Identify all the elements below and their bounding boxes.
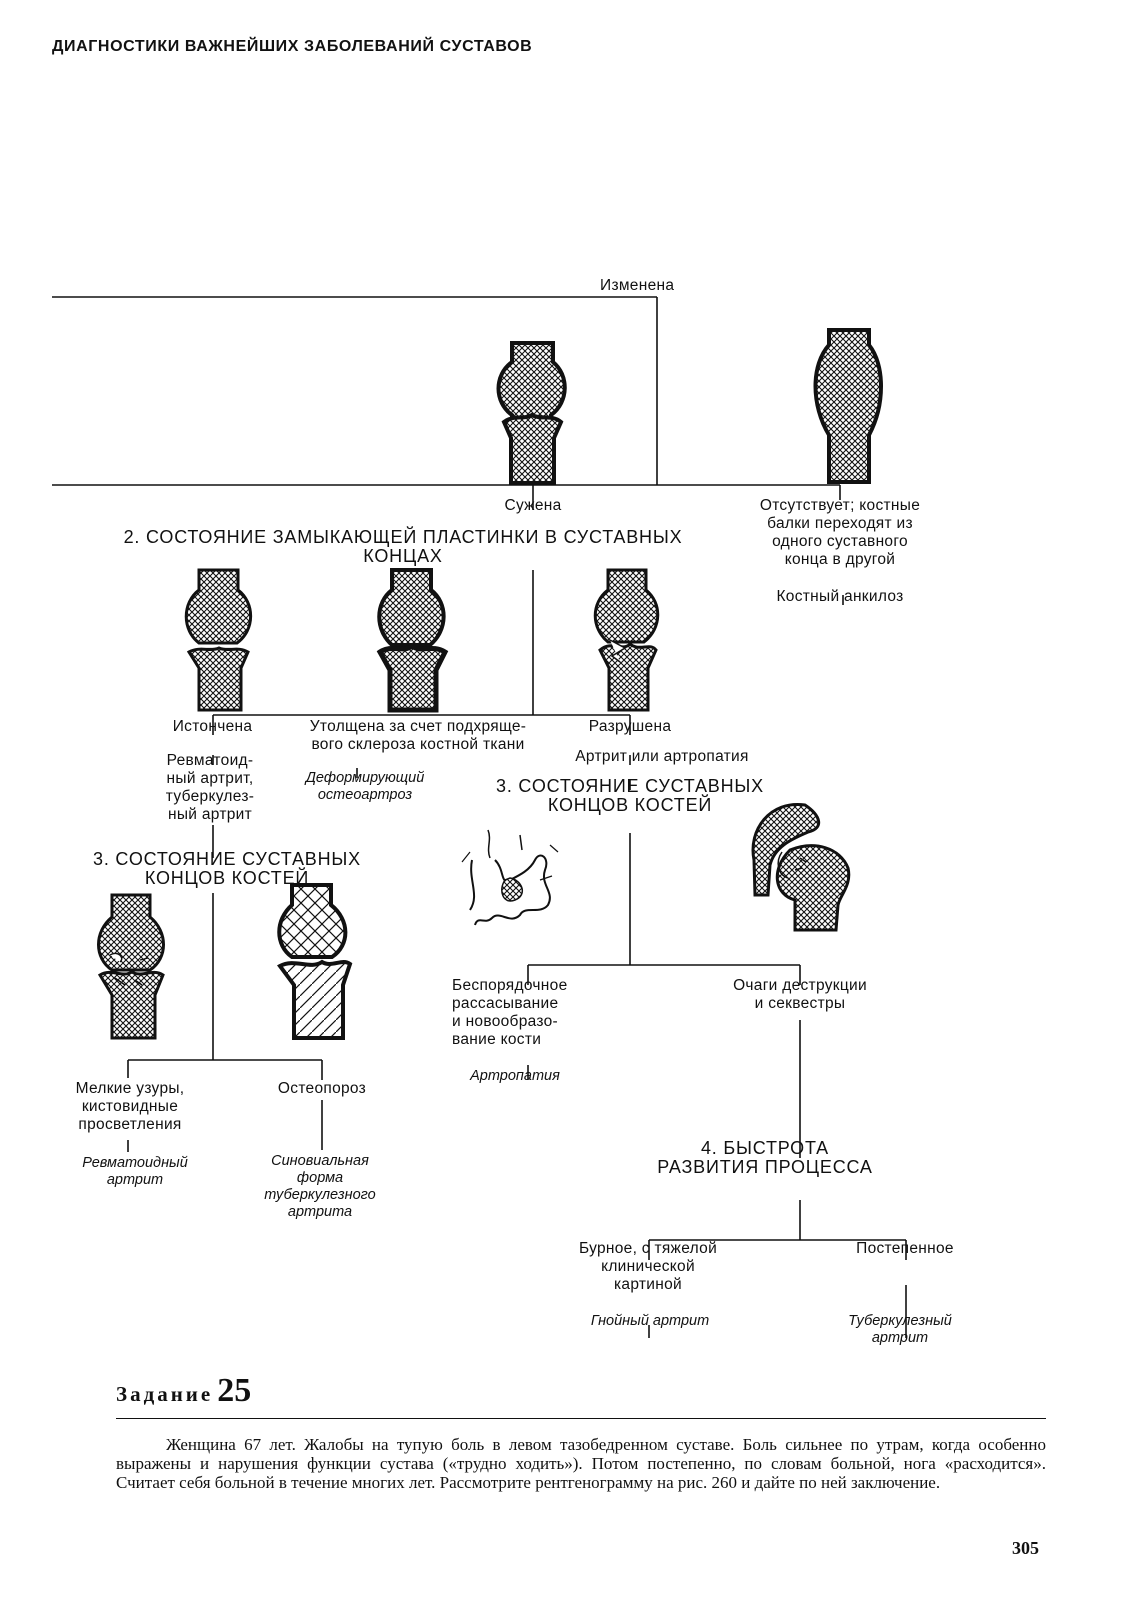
label-destroyed-dx: Артрит или артропатия (552, 748, 772, 766)
task-label: Задание (116, 1382, 213, 1406)
joint-image-ankylosis (816, 330, 882, 482)
joint-image-osteoporosis (279, 885, 350, 1038)
label-synovial-tb: Синовиальная форма туберкулезного артрит… (245, 1153, 395, 1221)
joint-image-thinned-plate (186, 570, 250, 710)
label-changed: Изменена (600, 277, 700, 295)
joint-image-thickened-plate (379, 570, 445, 710)
label-arthropathy: Артропатия (450, 1068, 580, 1085)
joint-image-small-erosions (99, 895, 164, 1038)
heading-endplate-state: 2. СОСТОЯНИЕ ЗАМЫКАЮЩЕЙ ПЛАСТИНКИ В СУСТ… (90, 528, 716, 566)
label-chaotic-resorption: Беспорядочное рассасывание и новообразо-… (452, 977, 602, 1049)
label-rapid: Бурное, с тяжелой клинической картиной (548, 1240, 748, 1294)
heading-bone-ends-left: 3. СОСТОЯНИЕ СУСТАВНЫХ КОНЦОВ КОСТЕЙ (72, 850, 382, 888)
heading-process-speed: 4. БЫСТРОТА РАЗВИТИЯ ПРОЦЕССА (640, 1139, 890, 1177)
label-narrowed: Сужена (493, 497, 573, 515)
label-tb-arthritis: Туберкулезный артрит (820, 1313, 980, 1347)
joint-image-destruction-foci (753, 804, 849, 930)
label-rheumatoid-arthritis: Ревматоидный артрит (70, 1155, 200, 1189)
label-thinned: Истончена (160, 718, 265, 736)
heading-bone-ends-right: 3. СОСТОЯНИЕ СУСТАВНЫХ КОНЦОВ КОСТЕЙ (470, 777, 790, 815)
label-destruction-foci: Очаги деструкции и секвестры (700, 977, 900, 1013)
joint-image-arthropathy (462, 830, 558, 925)
label-purulent-arthritis: Гнойный артрит (560, 1313, 740, 1330)
label-small-erosions: Мелкие узуры, кистовидные просветления (70, 1080, 190, 1134)
page-number: 305 (1012, 1538, 1039, 1559)
joint-image-destroyed-plate (595, 570, 658, 710)
task-number: 25 (217, 1372, 251, 1409)
task-paragraph: Женщина 67 лет. Жалобы на тупую боль в л… (116, 1435, 1046, 1492)
label-gradual: Постепенное (830, 1240, 980, 1258)
label-thickened-dx: Деформирующий остеоартроз (290, 770, 440, 804)
label-destroyed: Разрушена (570, 718, 690, 736)
label-thinned-dx: Ревматоид- ный артрит, туберкулез- ный а… (150, 752, 270, 824)
joint-image-narrowed (499, 343, 565, 483)
label-absent: Отсутствует; костные балки переходят из … (740, 497, 940, 569)
label-thickened: Утолщена за счет подхряще- вого склероза… (288, 718, 548, 754)
label-osteoporosis: Остеопороз (262, 1080, 382, 1098)
label-bony-ankylosis: Костный анкилоз (740, 588, 940, 606)
section-divider (116, 1418, 1046, 1419)
